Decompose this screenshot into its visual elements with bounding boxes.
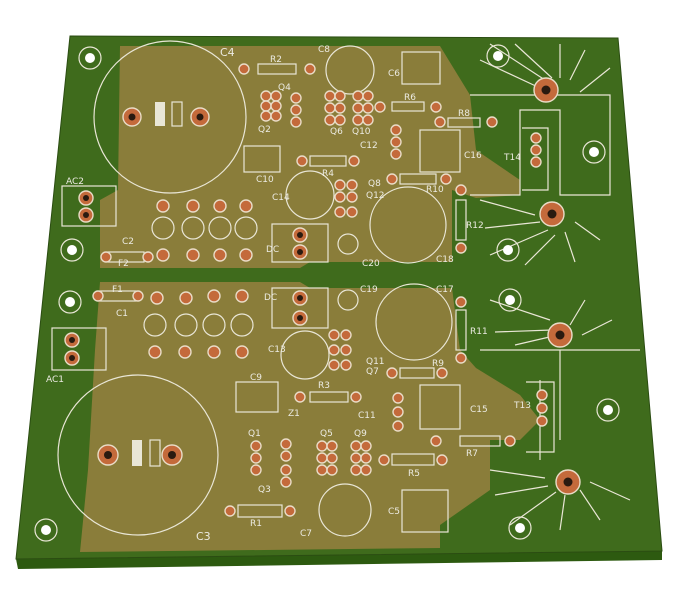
label-dc-top: DC: [266, 245, 279, 255]
silkscreen-labels-top: C4 C8 R2 C6 Q4 R6 R8 Q2 Q6 Q10 C12 C16 T…: [66, 45, 521, 269]
label-q2: Q2: [258, 125, 271, 135]
silkscreen-labels-bottom: F1 C1 AC1 DC C19 C17 R11 C13 Q11 Q7 R9 C…: [46, 285, 531, 543]
heatsink-mounting-pads: [533, 77, 581, 495]
label-c16: C16: [464, 151, 482, 161]
label-q5: Q5: [320, 429, 333, 439]
label-c11: C11: [358, 411, 376, 421]
label-r2: R2: [270, 55, 282, 65]
label-t13: T13: [513, 401, 531, 411]
small-capacitor-outlines: [235, 51, 461, 533]
label-q12: Q12: [366, 191, 385, 201]
diode-bridge-bottom: [143, 289, 254, 359]
label-r8: R8: [458, 109, 470, 119]
label-q1: Q1: [248, 429, 261, 439]
power-transistor-outlines: [522, 127, 555, 453]
label-r3: R3: [318, 381, 330, 391]
label-dc-bottom: DC: [264, 293, 277, 303]
capacitor-c3-outline: [57, 374, 219, 536]
label-c18: C18: [436, 255, 454, 265]
label-q8: Q8: [368, 179, 381, 189]
label-r12: R12: [466, 221, 484, 231]
label-q3: Q3: [258, 485, 271, 495]
mounting-holes: [34, 44, 620, 542]
resistor-pads: [224, 63, 516, 517]
heatsink-top: [470, 43, 611, 266]
label-q10: Q10: [352, 127, 371, 137]
label-c5: C5: [388, 507, 400, 517]
label-c4: C4: [220, 46, 235, 59]
label-c17: C17: [436, 285, 454, 295]
label-q9: Q9: [354, 429, 367, 439]
label-q6: Q6: [330, 127, 343, 137]
label-r7: R7: [466, 449, 478, 459]
board-edge: [16, 551, 662, 569]
label-r5: R5: [408, 469, 420, 479]
label-r9: R9: [432, 359, 444, 369]
connector-dc-bottom: [271, 287, 329, 329]
fuses: [92, 251, 154, 302]
label-c13: C13: [268, 345, 286, 355]
label-c8: C8: [318, 45, 330, 55]
label-ac2: AC2: [66, 177, 84, 187]
label-f1: F1: [112, 285, 123, 295]
label-c15: C15: [470, 405, 488, 415]
label-r1: R1: [250, 519, 262, 529]
label-c10: C10: [256, 175, 274, 185]
label-c2: C2: [122, 237, 134, 247]
label-c7: C7: [300, 529, 312, 539]
transistor-pads-bottom: [250, 329, 548, 488]
label-c6: C6: [388, 69, 400, 79]
label-c1: C1: [116, 309, 128, 319]
capacitor-c4-outline: [93, 40, 247, 194]
label-c20: C20: [362, 259, 380, 269]
label-q7: Q7: [366, 367, 379, 377]
connector-ac1: [51, 327, 107, 371]
label-q4: Q4: [278, 83, 291, 93]
label-c9: C9: [250, 373, 262, 383]
resistor-outlines: [237, 63, 501, 518]
label-c19: C19: [360, 285, 378, 295]
connector-dc-top: [271, 223, 329, 263]
label-c14: C14: [272, 193, 290, 203]
label-r11: R11: [470, 327, 488, 337]
transistor-pads-top: [260, 90, 542, 218]
label-f2: F2: [118, 259, 129, 269]
label-c12: C12: [360, 141, 378, 151]
label-r6: R6: [404, 93, 416, 103]
label-r10: R10: [426, 185, 444, 195]
connector-ac2: [61, 185, 117, 227]
medium-capacitor-outlines: [280, 45, 453, 537]
label-ac1: AC1: [46, 375, 64, 385]
diode-bridge-top: [151, 199, 258, 262]
label-r4: R4: [322, 169, 334, 179]
label-c3: C3: [196, 530, 211, 543]
label-q11: Q11: [366, 357, 385, 367]
label-z1: Z1: [288, 409, 300, 419]
heatsink-bottom: [480, 299, 640, 531]
label-t14: T14: [503, 153, 521, 163]
